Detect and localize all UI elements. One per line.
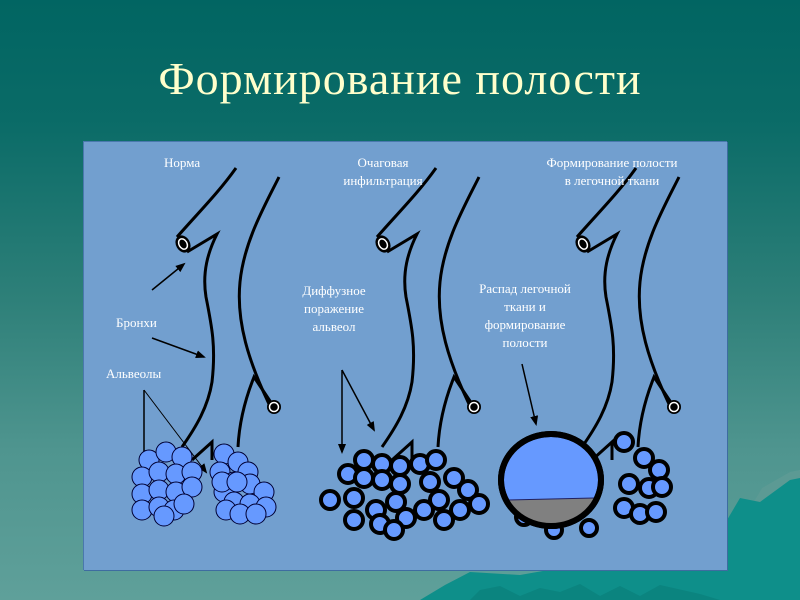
label-decay-line3: формирование (484, 317, 566, 332)
stage-heading-infiltration-line2: инфильтрация (343, 173, 423, 188)
lung-cavity (498, 431, 604, 529)
label-decay-line2: ткани и (504, 299, 546, 314)
stage-heading-cavity-line1: Формирование полости (546, 155, 678, 170)
label-decay-line1: Распад легочной (479, 281, 571, 296)
label-decay-line4: полости (502, 335, 548, 350)
label-diffuse-line1: Диффузное (302, 283, 366, 298)
lung-cavity-diagram (131, 166, 683, 541)
label-tissue-decay: Распад легочной ткани и формирование пол… (460, 280, 590, 352)
stage-heading-cavity-line2: в легочной ткани (564, 173, 660, 188)
stage-heading-infiltration-line1: Очаговая (357, 155, 409, 170)
diagram-panel: Норма Очаговая инфильтрация Формирование… (84, 142, 728, 571)
arrow-decay (521, 363, 539, 426)
arrow-diffuse-2 (341, 369, 375, 432)
infiltrated-alveoli (319, 449, 490, 541)
label-diffuse-line3: альвеол (312, 319, 356, 334)
slide-title: Формирование полости (158, 53, 642, 104)
stage-heading-infiltration: Очаговая инфильтрация (328, 154, 438, 190)
label-diffuse-line2: поражение (304, 301, 364, 316)
arrow-bronchi-1 (151, 262, 186, 291)
stage-heading-normal: Норма (164, 155, 201, 170)
label-bronchi: Бронхи (116, 315, 157, 330)
stage-heading-cavity: Формирование полости в легочной ткани (514, 154, 710, 190)
arrow-bronchi-2 (151, 337, 206, 359)
normal-alveoli (131, 441, 277, 527)
stage-normal-bronchus (170, 166, 283, 462)
label-diffuse-damage: Диффузное поражение альвеол (284, 282, 384, 336)
label-alveoli: Альвеолы (106, 366, 162, 381)
arrow-alveoli-2 (143, 389, 208, 474)
